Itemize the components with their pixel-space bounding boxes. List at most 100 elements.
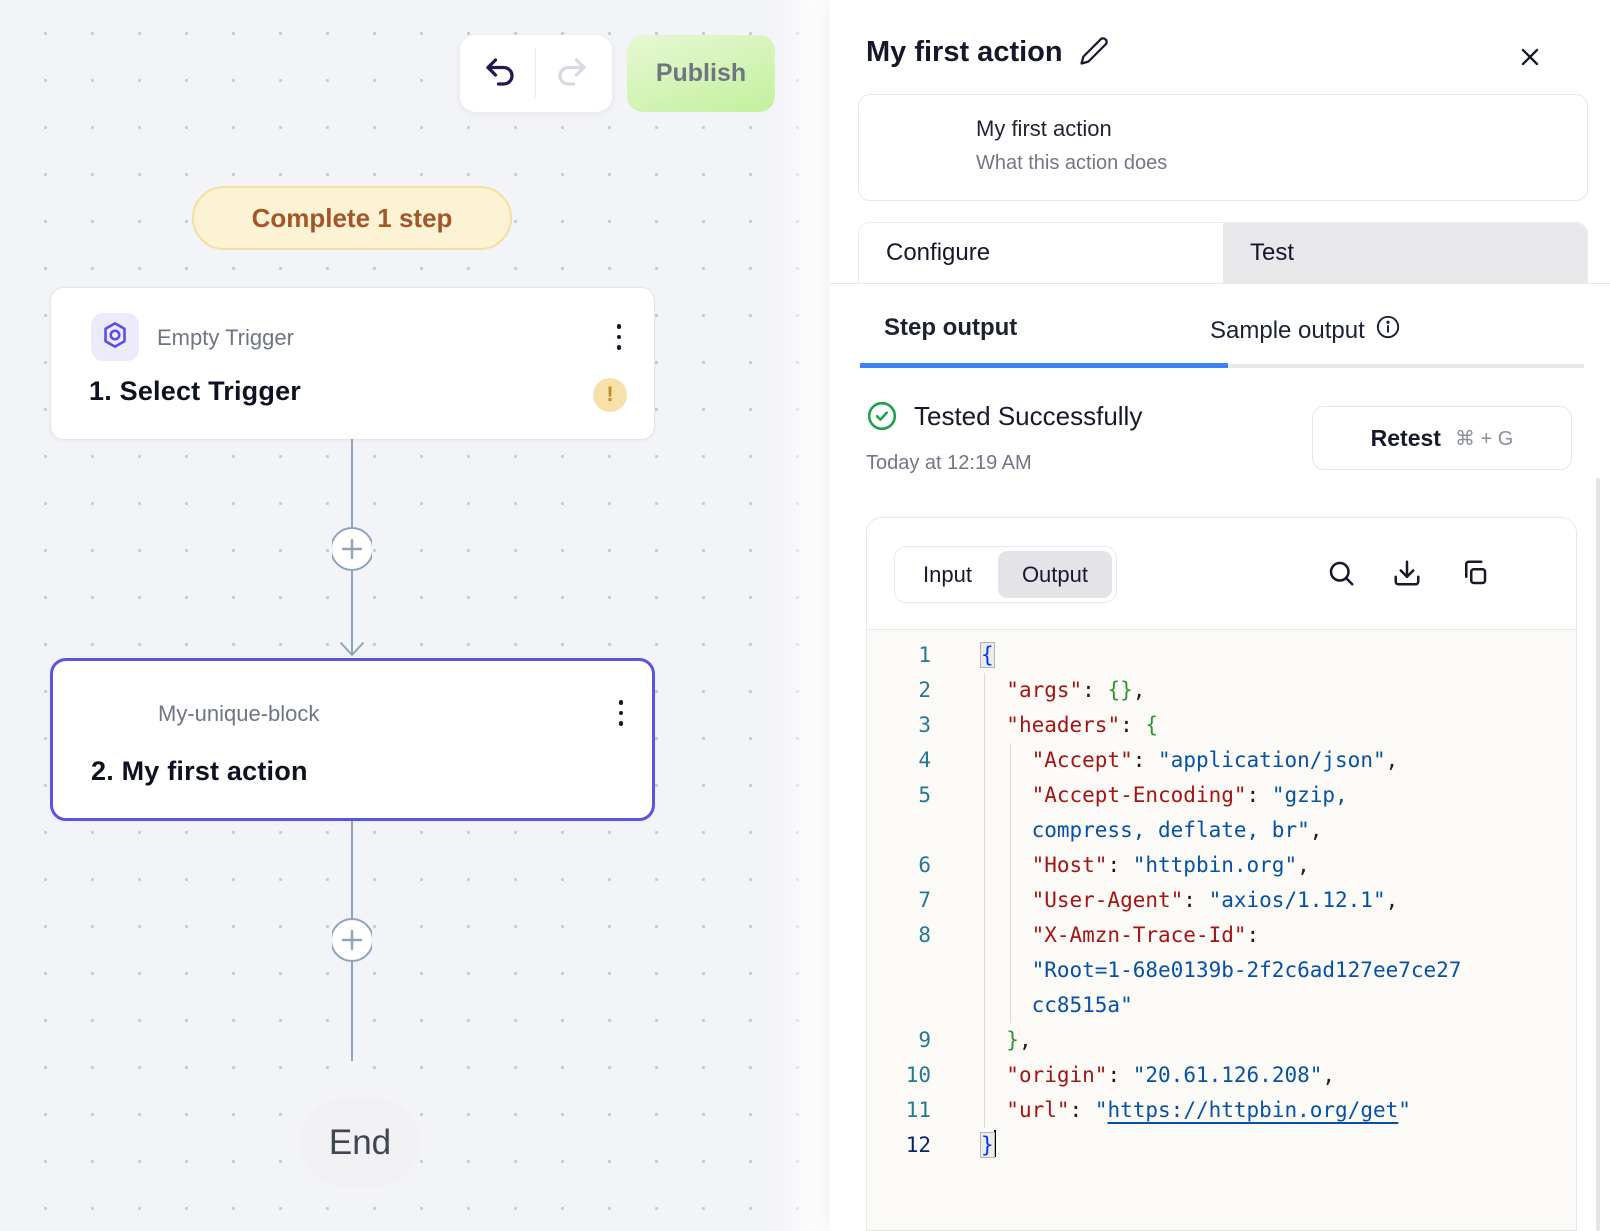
tab-configure[interactable]: Configure <box>859 223 1223 283</box>
complete-steps-badge: Complete 1 step <box>192 186 512 250</box>
trigger-menu-button[interactable] <box>599 313 639 361</box>
subtab-step-output[interactable]: Step output <box>884 314 1018 341</box>
toggle-output[interactable]: Output <box>997 551 1112 598</box>
line-number: 3 <box>918 713 931 737</box>
trigger-app-icon-box <box>91 313 139 361</box>
rename-button[interactable] <box>1079 36 1109 69</box>
code-line: 3 "headers": { <box>867 708 1576 743</box>
tab-test[interactable]: Test <box>1223 223 1587 283</box>
close-icon <box>1516 43 1544 74</box>
code-text: { <box>980 642 995 668</box>
action-app-label: My-unique-block <box>158 701 320 726</box>
line-number: 12 <box>905 1133 931 1157</box>
test-status: Tested Successfully <box>866 400 1142 432</box>
code-line: 6 "Host": "httpbin.org", <box>867 848 1576 883</box>
undo-redo-group <box>460 35 612 112</box>
subtabs: Step output Sample output <box>830 300 1610 374</box>
check-circle-icon <box>866 400 898 432</box>
code-line: 2 "args": {}, <box>867 673 1576 708</box>
copy-button[interactable] <box>1459 558 1491 590</box>
line-number <box>867 953 931 988</box>
action-name: My first action <box>976 116 1112 141</box>
pencil-icon <box>1079 36 1109 69</box>
add-step-button-bottom[interactable] <box>330 918 374 962</box>
line-number: 7 <box>918 888 931 912</box>
line-number: 1 <box>918 643 931 667</box>
active-subtab-underline <box>860 363 1228 368</box>
action-menu-button[interactable] <box>601 689 641 737</box>
code-line: 1{ <box>867 638 1576 673</box>
action-node-title: 2. My first action <box>91 756 308 786</box>
tabbar: Configure Test <box>858 222 1588 283</box>
trigger-app-label: Empty Trigger <box>157 325 294 350</box>
code-text: "origin": "20.61.126.208", <box>1006 1063 1336 1087</box>
trigger-node-card[interactable]: Empty Trigger 1. Select Trigger ! <box>50 287 655 440</box>
code-line: 10 "origin": "20.61.126.208", <box>867 1058 1576 1093</box>
close-panel-button[interactable] <box>1510 38 1550 78</box>
code-editor[interactable]: 1{2 "args": {},3 "headers": {4 "Accept":… <box>867 630 1576 1230</box>
code-line: 8 "X-Amzn-Trace-Id": <box>867 918 1576 953</box>
panel-title-row: My first action <box>866 36 1109 69</box>
end-node: End <box>300 1098 420 1187</box>
redo-icon <box>554 54 590 93</box>
undo-icon <box>482 54 518 93</box>
line-number: 4 <box>918 748 931 772</box>
line-number <box>867 988 931 1023</box>
code-line: 9 }, <box>867 1023 1576 1058</box>
code-line: compress, deflate, br", <box>867 813 1576 848</box>
code-text: compress, deflate, br", <box>1031 818 1323 842</box>
code-text: "url": "https://httpbin.org/get" <box>1006 1098 1411 1122</box>
toggle-input[interactable]: Input <box>899 551 996 598</box>
code-toolbar: Input Output <box>867 518 1576 630</box>
code-text: "Host": "httpbin.org", <box>1031 853 1310 877</box>
action-detail-panel: My first action My first action What thi… <box>830 0 1610 1231</box>
line-number: 10 <box>905 1063 931 1087</box>
line-number: 11 <box>905 1098 931 1122</box>
code-text: "headers": { <box>1006 713 1159 737</box>
toolbar-divider <box>535 49 536 98</box>
undo-button[interactable] <box>482 54 518 93</box>
publish-button[interactable]: Publish <box>627 35 775 112</box>
indent-guide <box>1010 743 1011 1023</box>
input-output-toggle: Input Output <box>894 546 1117 603</box>
trigger-node-title: 1. Select Trigger <box>89 376 301 406</box>
redo-button[interactable] <box>554 54 590 93</box>
code-text: "User-Agent": "axios/1.12.1", <box>1031 888 1399 912</box>
subtab-sample-output[interactable]: Sample output <box>1210 314 1401 347</box>
line-number: 2 <box>918 678 931 702</box>
connector-1 <box>332 439 372 659</box>
code-text: cc8515a" <box>1031 993 1133 1017</box>
workflow-canvas[interactable]: Publish Complete 1 step Empty Trigger 1.… <box>0 0 830 1231</box>
test-status-label: Tested Successfully <box>914 400 1143 431</box>
line-number: 8 <box>918 923 931 947</box>
tabbar-divider <box>830 283 1610 284</box>
hexagon-trigger-icon <box>100 320 130 355</box>
code-text: }, <box>1006 1028 1032 1052</box>
search-icon <box>1326 558 1356 591</box>
code-line: 4 "Accept": "application/json", <box>867 743 1576 778</box>
panel-scrollbar[interactable] <box>1596 478 1600 1231</box>
code-line: 7 "User-Agent": "axios/1.12.1", <box>867 883 1576 918</box>
action-info-card[interactable]: My first action What this action does <box>858 94 1588 201</box>
download-button[interactable] <box>1391 558 1423 590</box>
code-rows: 1{2 "args": {},3 "headers": {4 "Accept":… <box>867 638 1576 1163</box>
add-step-button-top[interactable] <box>330 527 374 571</box>
code-text: "Accept-Encoding": "gzip, <box>1031 783 1348 807</box>
line-number: 5 <box>918 783 931 807</box>
inactive-subtab-underline <box>1228 364 1584 368</box>
code-line: 12} <box>867 1128 1576 1163</box>
line-number: 6 <box>918 853 931 877</box>
search-button[interactable] <box>1325 558 1357 590</box>
connector-2 <box>332 821 372 1063</box>
code-line: cc8515a" <box>867 988 1576 1023</box>
indent-guide <box>984 673 985 1128</box>
retest-button[interactable]: Retest ⌘ + G <box>1312 406 1572 470</box>
output-code-box: Input Output <box>866 517 1577 1231</box>
code-text: "Root=1-68e0139b-2f2c6ad127ee7ce27 <box>1031 958 1462 982</box>
action-node-card-selected[interactable]: My-unique-block 2. My first action <box>50 658 655 821</box>
code-line: 11 "url": "https://httpbin.org/get" <box>867 1093 1576 1128</box>
code-text: "args": {}, <box>1006 678 1146 702</box>
canvas-fade <box>770 0 830 1231</box>
action-description: What this action does <box>976 152 1168 174</box>
